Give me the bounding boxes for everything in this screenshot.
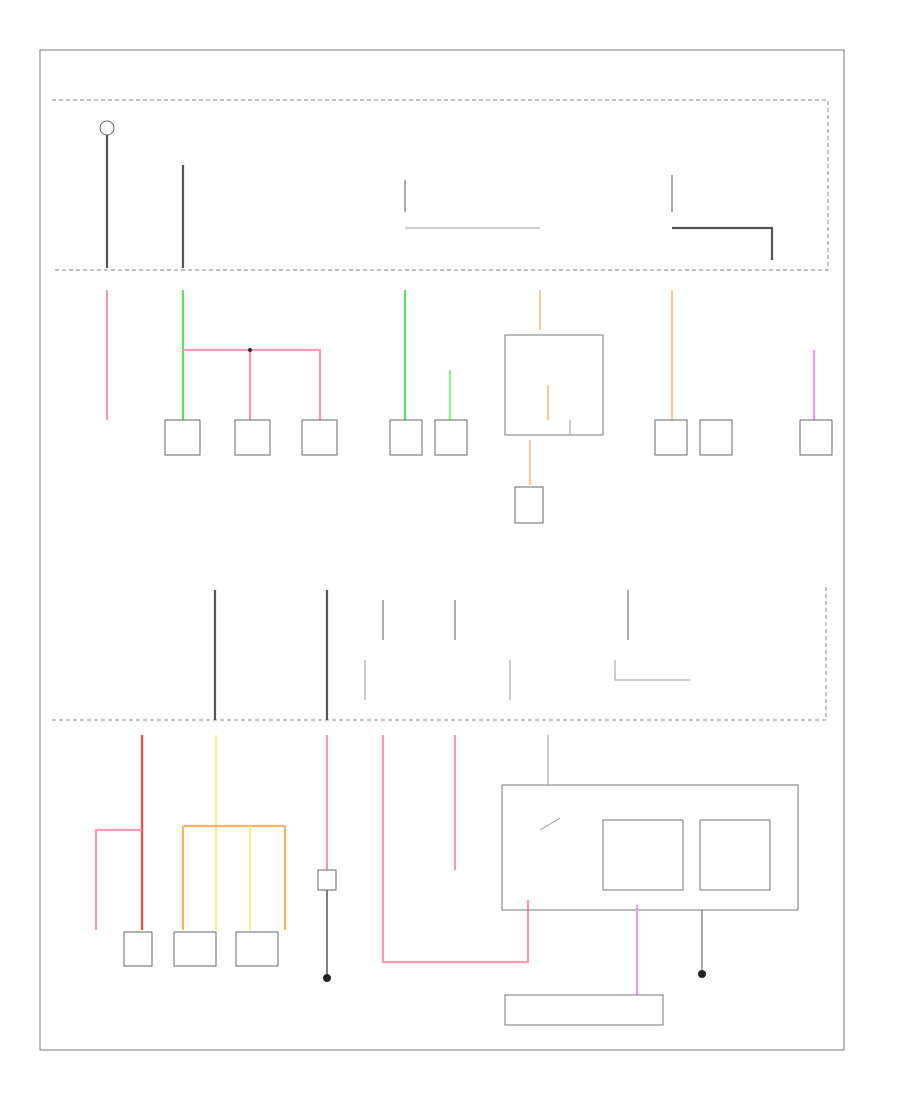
switch-box [504,334,604,436]
wire-pink-b1 [94,828,142,930]
switch-inner-1 [602,819,684,891]
switch-inner-2 [699,819,771,891]
component-b1 [123,931,153,967]
bottom-components [123,931,664,1026]
component-4 [389,419,423,456]
wire-pink-branch [183,348,322,420]
component-7 [699,419,733,456]
diagram-border [39,49,845,1051]
lower-switch-component [514,486,544,524]
component-6 [654,419,688,456]
top-fuse-box-outline [52,99,829,271]
component-b2 [173,931,217,967]
component-2 [234,419,271,456]
bottom-module [504,994,664,1026]
wire-gray-bus [672,226,774,260]
component-5 [434,419,468,456]
bracket-3 [614,660,690,681]
top-components [164,419,833,456]
switch-block [501,784,799,911]
component-b3 [235,931,279,967]
wire-pink-long [381,735,530,964]
component-1 [164,419,201,456]
top-left-connector-icon [99,120,115,136]
component-3 [301,419,338,456]
splice-1 [248,348,252,352]
switch-icon [539,817,561,831]
ground-icon-2 [698,970,706,978]
lower-fuse-box-outline [52,585,827,721]
ground-icon [323,974,331,982]
middle-fuse-leads [213,590,690,720]
fuse-icon [317,869,337,891]
component-8 [799,419,833,456]
